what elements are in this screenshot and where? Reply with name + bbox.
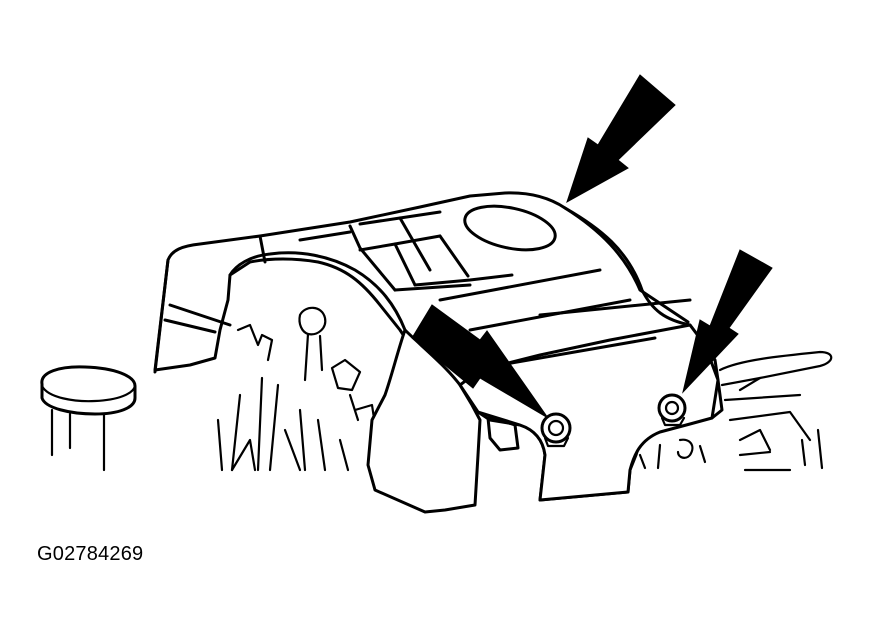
mounting-nut-left bbox=[540, 412, 572, 448]
arrow-right-nut bbox=[682, 249, 773, 394]
engine-components-left bbox=[216, 306, 377, 472]
arrow-top bbox=[566, 74, 676, 204]
oil-filler-cap bbox=[40, 365, 137, 472]
arrow-left-nut bbox=[411, 304, 549, 419]
engine-components-right bbox=[638, 350, 833, 472]
mounting-nut-right bbox=[657, 393, 687, 427]
figure-code: G02784269 bbox=[37, 543, 144, 565]
